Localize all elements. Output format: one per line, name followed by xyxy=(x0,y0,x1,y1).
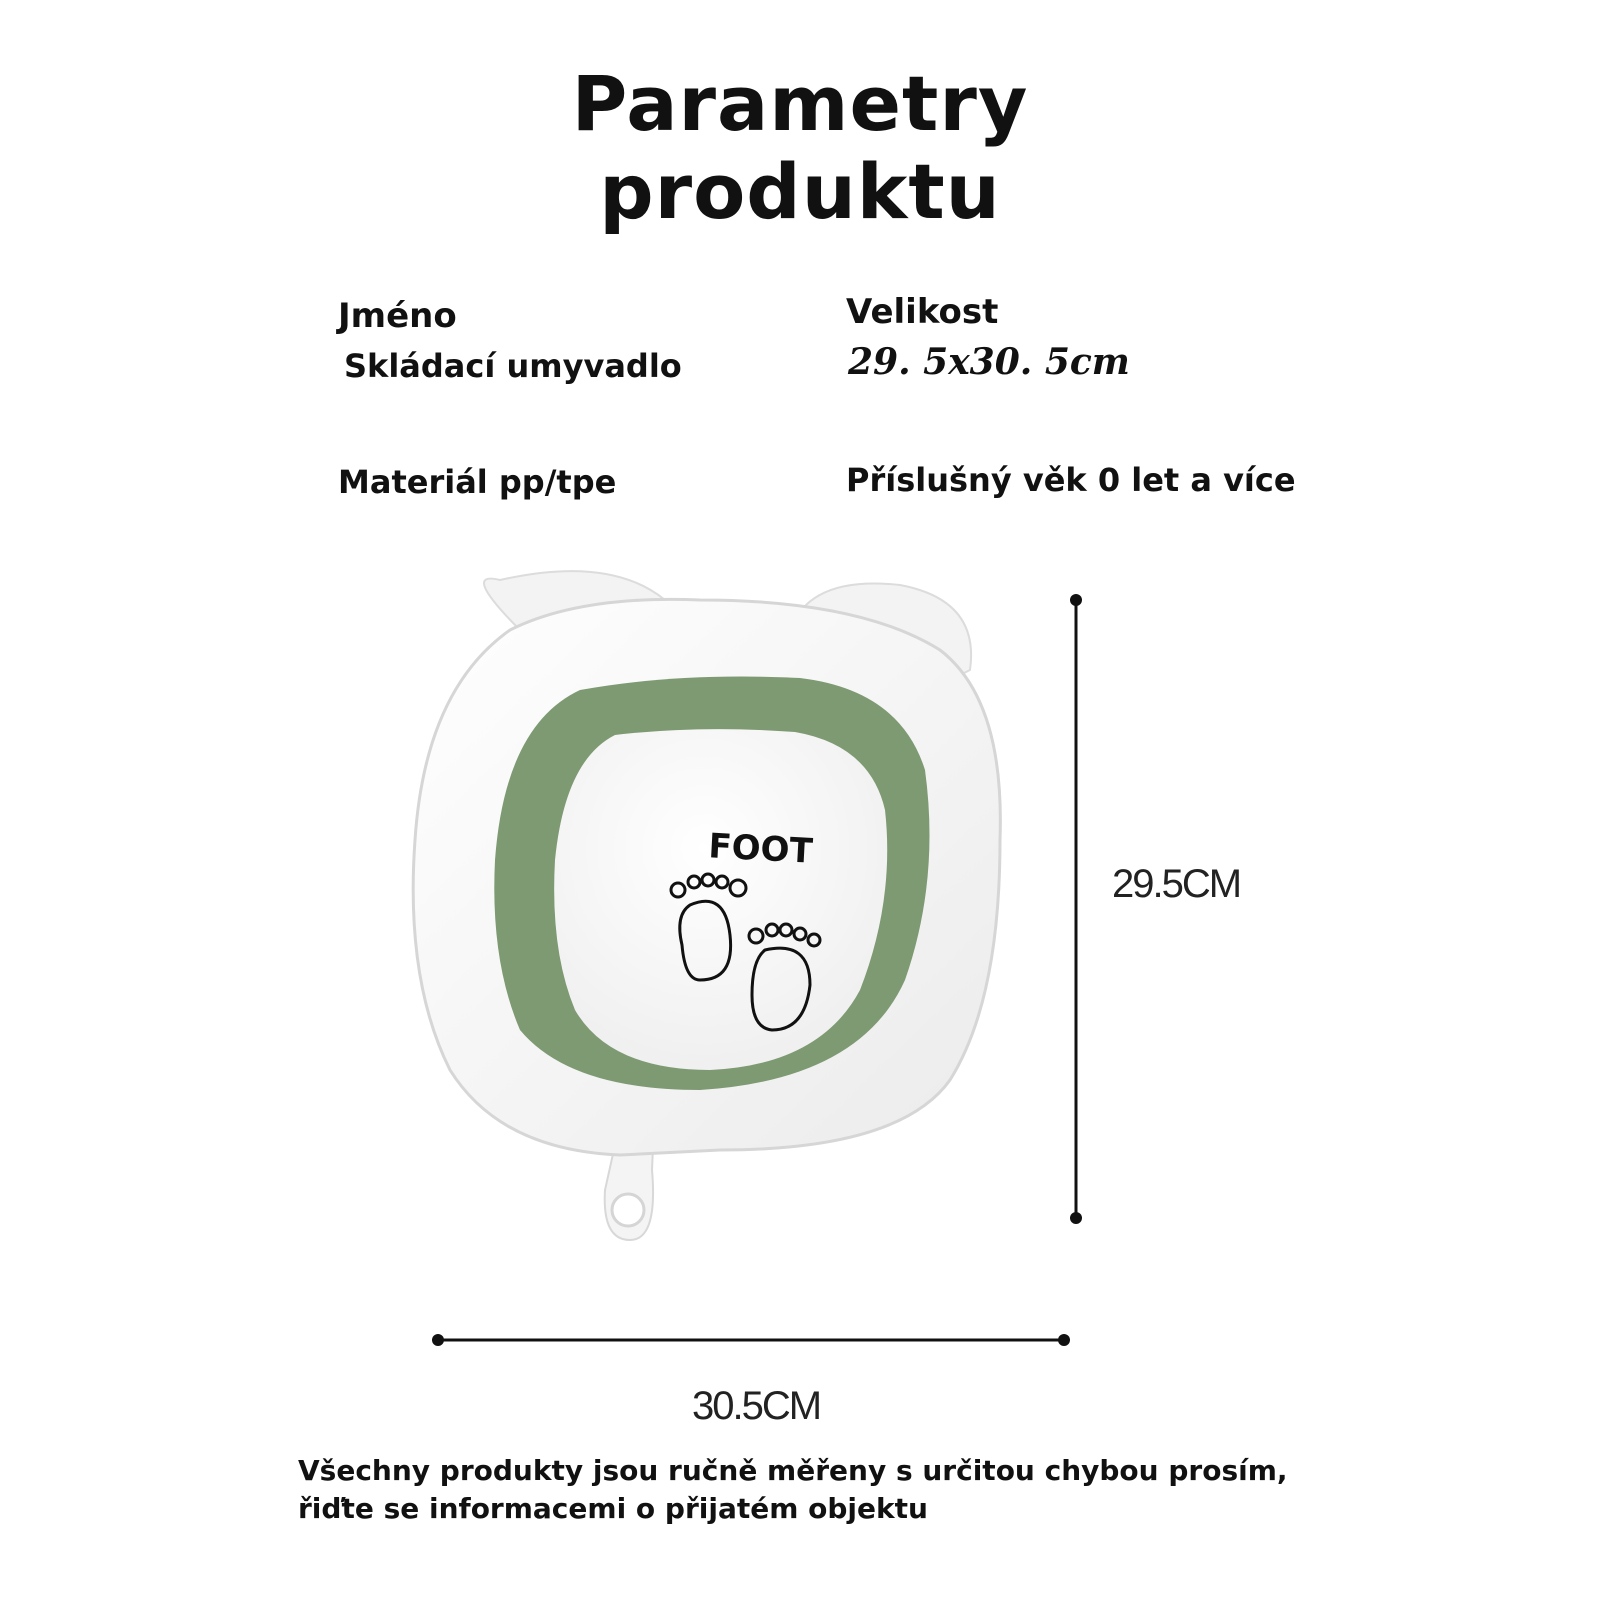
page-title-line1: Parametry xyxy=(571,59,1029,148)
disclaimer-line1: Všechny produkty jsou ručně měřeny s urč… xyxy=(298,1454,1288,1487)
footprints-icon xyxy=(669,872,822,1032)
foldable-basin-image: FOOT xyxy=(411,570,1002,1242)
height-label: 29.5CM xyxy=(1112,862,1242,906)
width-label: 30.5CM xyxy=(692,1384,822,1428)
name-label: Jméno xyxy=(338,296,457,336)
size-label: Velikost xyxy=(846,292,999,332)
width-dimension-line xyxy=(432,1334,1070,1346)
material-spec: Materiál pp/tpe xyxy=(338,463,617,501)
foot-print-text: FOOT xyxy=(707,826,814,871)
age-spec: Příslušný věk 0 let a více xyxy=(846,461,1296,499)
height-dimension-line xyxy=(1070,594,1082,1224)
size-value: 29. 5x30. 5cm xyxy=(848,341,1130,383)
disclaimer-line2: řiďte se informacemi o přijatém objektu xyxy=(298,1492,928,1525)
page-title-line2: produktu xyxy=(599,147,1001,236)
name-value: Skládací umyvadlo xyxy=(344,347,682,385)
basin-floor xyxy=(554,729,888,1070)
